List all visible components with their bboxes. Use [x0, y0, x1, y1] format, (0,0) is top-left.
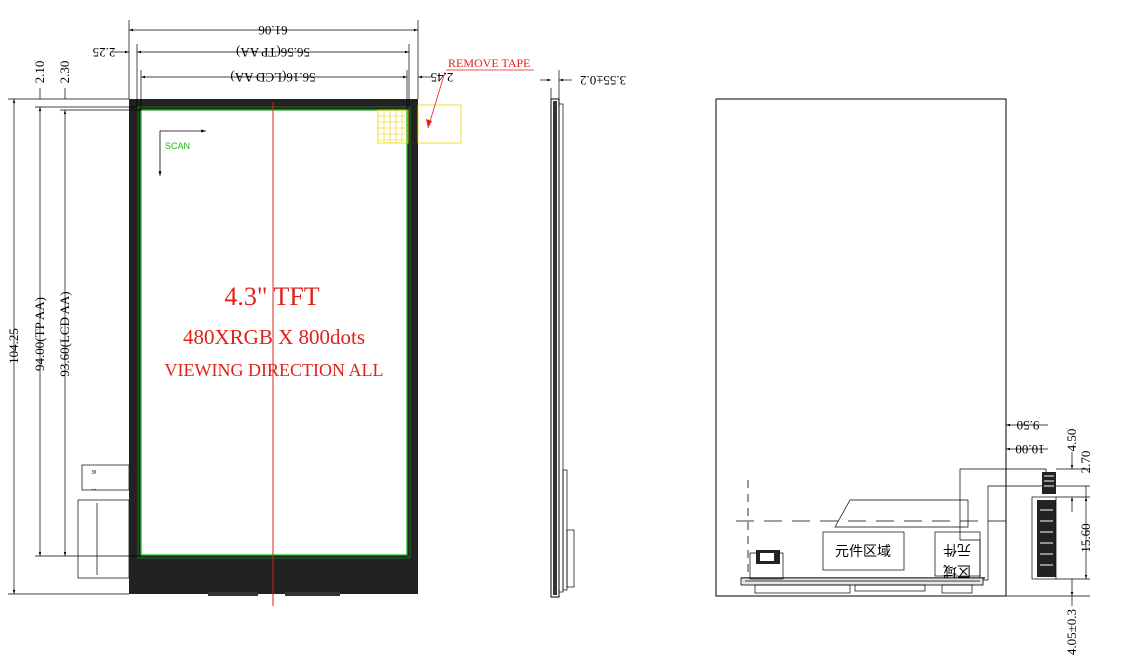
dim-top-offset-1: 2.10	[32, 61, 47, 84]
dim-lcd-aa-width: 56.16(LCD AA)	[230, 70, 315, 85]
fpc-stub-lower	[77, 499, 130, 579]
tape-grid	[377, 104, 462, 144]
active-area	[141, 110, 407, 555]
dim-10-00: 10.00	[1015, 442, 1044, 457]
dim-4-05: 4.05±0.3	[1064, 609, 1079, 655]
panel-resolution: 480XRGB X 800dots	[183, 325, 365, 349]
panel-title: 4.3" TFT	[224, 282, 319, 311]
pad-row-upper	[1042, 472, 1056, 494]
dim-tp-aa-height: 94.00(TP AA)	[32, 297, 47, 371]
dim-15-60: 15.60	[1078, 523, 1093, 552]
dim-lcd-aa-height: 93.60(LCD AA)	[57, 291, 72, 376]
dim-4-50: 4.50	[1064, 429, 1079, 452]
dim-tp-aa-width: 56.56(TP AA)	[236, 45, 310, 60]
remove-tape-leader	[427, 71, 446, 129]
dim-top-offset-2: 2.30	[57, 61, 72, 84]
scan-label: SCAN	[165, 141, 190, 151]
dim-left-offset: 2.25	[93, 45, 116, 60]
dim-9-50: 9.50	[1017, 418, 1040, 433]
dim-overall-width: 61.06	[258, 23, 288, 38]
back-outline	[715, 98, 1007, 597]
front-dimensions: 61.06 56.56(TP AA) 2.25 56.16(LCD AA) 2.…	[6, 20, 454, 595]
viewing-direction: VIEWING DIRECTION ALL	[165, 360, 384, 380]
dim-overall-height: 104.25	[6, 328, 21, 364]
svg-text:1: 1	[90, 488, 96, 491]
tp-aa-outline	[137, 106, 411, 559]
back-dimensions: 9.50 10.00 4.50 2.70 15.60 4.05±0.3	[1006, 418, 1093, 655]
back-view: 元件区域 元件 区域	[715, 98, 1057, 597]
component-area-box-2	[934, 531, 981, 577]
component-area-label-rot-2: 区域	[943, 562, 971, 578]
pad-row-lower	[1037, 500, 1056, 577]
lcd-aa-outline	[140, 109, 408, 556]
remove-tape-label: REMOVE TAPE	[448, 56, 531, 70]
component-area-label: 元件区域	[835, 544, 891, 560]
component-area-box	[822, 531, 905, 571]
side-view: 3.55±0.2	[540, 70, 626, 598]
component-area-label-rot-1: 元件	[943, 541, 971, 557]
svg-text:B: B	[90, 470, 96, 474]
front-view: B 1 SCAN	[77, 56, 534, 606]
fpc-stub-upper	[81, 464, 130, 491]
tape-tab	[417, 104, 462, 144]
dim-thickness: 3.55±0.2	[580, 73, 626, 88]
dim-right-offset: 2.45	[431, 70, 454, 85]
dim-2-70: 2.70	[1078, 451, 1093, 474]
